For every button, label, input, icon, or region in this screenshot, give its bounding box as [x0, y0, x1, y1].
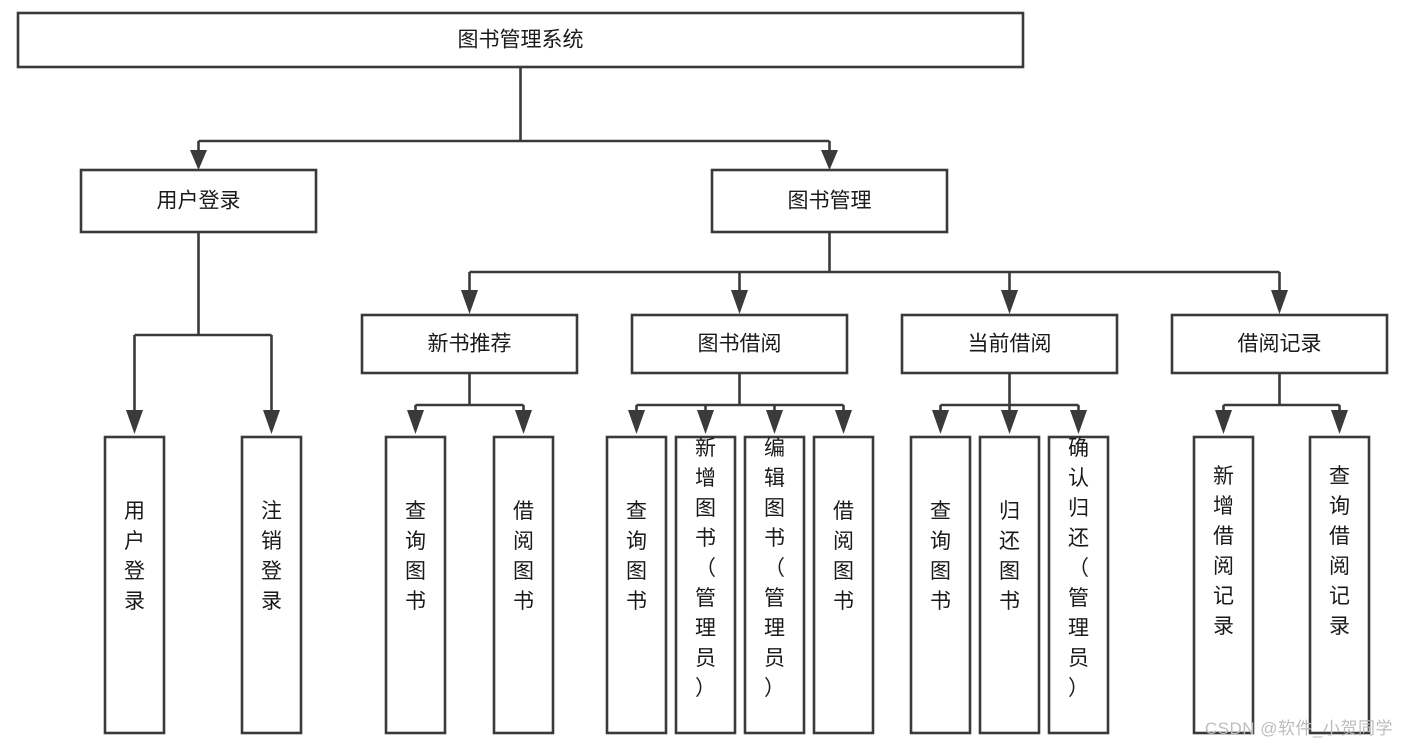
node-leaf-add-record-box[interactable]: [1192, 435, 1255, 735]
node-leaf-query-book-3-box[interactable]: [909, 435, 972, 735]
arrow-head-leaf-return-book: [1001, 410, 1018, 434]
arrow-head-leaf-query-record: [1331, 410, 1348, 434]
node-leaf-user-login[interactable]: 用户登录: [103, 435, 166, 735]
arrow-head-leaf-borrow-book-2: [835, 410, 852, 434]
node-leaf-query-book-3[interactable]: 查询图书: [909, 435, 972, 735]
node-book-borrow-box[interactable]: [630, 313, 849, 375]
arrow-head-leaf-borrow-book-1: [515, 410, 532, 434]
node-leaf-add-book-label: 新增图书（管理员）: [695, 437, 716, 700]
node-leaf-confirm-return-box[interactable]: [1047, 435, 1110, 735]
node-leaf-add-book-box[interactable]: [674, 435, 737, 735]
node-book-manage-box[interactable]: [710, 168, 949, 234]
node-leaf-query-record-box[interactable]: [1308, 435, 1371, 735]
node-leaf-query-book-1-box[interactable]: [384, 435, 447, 735]
node-leaf-confirm-return-label: 确认归还（管理员）: [1068, 437, 1089, 700]
node-book-borrow[interactable]: 图书借阅: [630, 313, 849, 375]
node-leaf-return-book-box[interactable]: [978, 435, 1041, 735]
node-leaf-add-record-label: 新增借阅记录: [1213, 465, 1234, 638]
node-new-book-recommend-box[interactable]: [360, 313, 579, 375]
node-borrow-record-box[interactable]: [1170, 313, 1389, 375]
node-leaf-add-book[interactable]: 新增图书（管理员）: [674, 435, 737, 735]
arrow-head-leaf-query-book-3: [932, 410, 949, 434]
node-leaf-borrow-book-2-label: 借阅图书: [833, 500, 854, 613]
node-user-login[interactable]: 用户登录: [79, 168, 318, 234]
arrow-head-book-manage: [821, 150, 838, 170]
node-leaf-user-logout[interactable]: 注销登录: [240, 435, 303, 735]
node-leaf-query-book-2-box[interactable]: [605, 435, 668, 735]
arrow-head-leaf-query-book-2: [628, 410, 645, 434]
node-leaf-add-record[interactable]: 新增借阅记录: [1192, 435, 1255, 735]
arrow-head-borrow-record: [1271, 290, 1288, 314]
node-leaf-borrow-book-1-box[interactable]: [492, 435, 555, 735]
node-leaf-borrow-book-1[interactable]: 借阅图书: [492, 435, 555, 735]
node-book-manage[interactable]: 图书管理: [710, 168, 949, 234]
node-user-login-label: 用户登录: [157, 190, 241, 213]
connector-layer: [126, 67, 1348, 434]
arrow-head-leaf-user-login: [126, 410, 143, 434]
arrow-head-current-borrow: [1001, 290, 1018, 314]
node-root-box[interactable]: [16, 11, 1025, 69]
arrow-head-leaf-confirm-return: [1070, 410, 1087, 434]
arrow-head-book-borrow: [731, 290, 748, 314]
arrow-head-new-book-recommend: [461, 290, 478, 314]
node-leaf-borrow-book-2-box[interactable]: [812, 435, 875, 735]
node-leaf-user-login-label: 用户登录: [124, 500, 145, 613]
node-current-borrow-box[interactable]: [900, 313, 1119, 375]
node-leaf-borrow-book-2[interactable]: 借阅图书: [812, 435, 875, 735]
arrow-head-leaf-user-logout: [263, 410, 280, 434]
arrow-head-user-login: [190, 150, 207, 170]
node-user-login-box[interactable]: [79, 168, 318, 234]
arrow-head-leaf-add-record: [1215, 410, 1232, 434]
node-leaf-user-login-box[interactable]: [103, 435, 166, 735]
node-leaf-query-book-1[interactable]: 查询图书: [384, 435, 447, 735]
node-leaf-return-book[interactable]: 归还图书: [978, 435, 1041, 735]
node-borrow-record-label: 借阅记录: [1238, 333, 1322, 356]
node-current-borrow[interactable]: 当前借阅: [900, 313, 1119, 375]
node-leaf-return-book-label: 归还图书: [999, 500, 1020, 613]
node-leaf-query-book-3-label: 查询图书: [930, 500, 951, 613]
node-borrow-record[interactable]: 借阅记录: [1170, 313, 1389, 375]
node-leaf-query-record[interactable]: 查询借阅记录: [1308, 435, 1371, 735]
arrow-head-leaf-edit-book: [766, 410, 783, 434]
node-leaf-edit-book[interactable]: 编辑图书（管理员）: [743, 435, 806, 735]
node-root-label: 图书管理系统: [458, 29, 584, 52]
node-book-borrow-label: 图书借阅: [698, 333, 782, 356]
node-leaf-edit-book-label: 编辑图书（管理员）: [764, 437, 785, 700]
node-leaf-edit-book-box[interactable]: [743, 435, 806, 735]
arrow-head-leaf-query-book-1: [407, 410, 424, 434]
node-new-book-recommend[interactable]: 新书推荐: [360, 313, 579, 375]
node-leaf-user-logout-label: 注销登录: [261, 500, 282, 613]
node-leaf-confirm-return[interactable]: 确认归还（管理员）: [1047, 435, 1110, 735]
node-leaf-user-logout-box[interactable]: [240, 435, 303, 735]
node-leaf-borrow-book-1-label: 借阅图书: [513, 500, 534, 613]
node-leaf-query-book-2[interactable]: 查询图书: [605, 435, 668, 735]
node-new-book-recommend-label: 新书推荐: [428, 333, 512, 356]
arrow-head-leaf-add-book: [697, 410, 714, 434]
node-root[interactable]: 图书管理系统: [16, 11, 1025, 69]
node-book-manage-label: 图书管理: [788, 190, 872, 213]
node-leaf-query-book-2-label: 查询图书: [626, 500, 647, 613]
node-leaf-query-record-label: 查询借阅记录: [1329, 465, 1350, 638]
node-current-borrow-label: 当前借阅: [968, 333, 1052, 356]
node-leaf-query-book-1-label: 查询图书: [405, 500, 426, 613]
